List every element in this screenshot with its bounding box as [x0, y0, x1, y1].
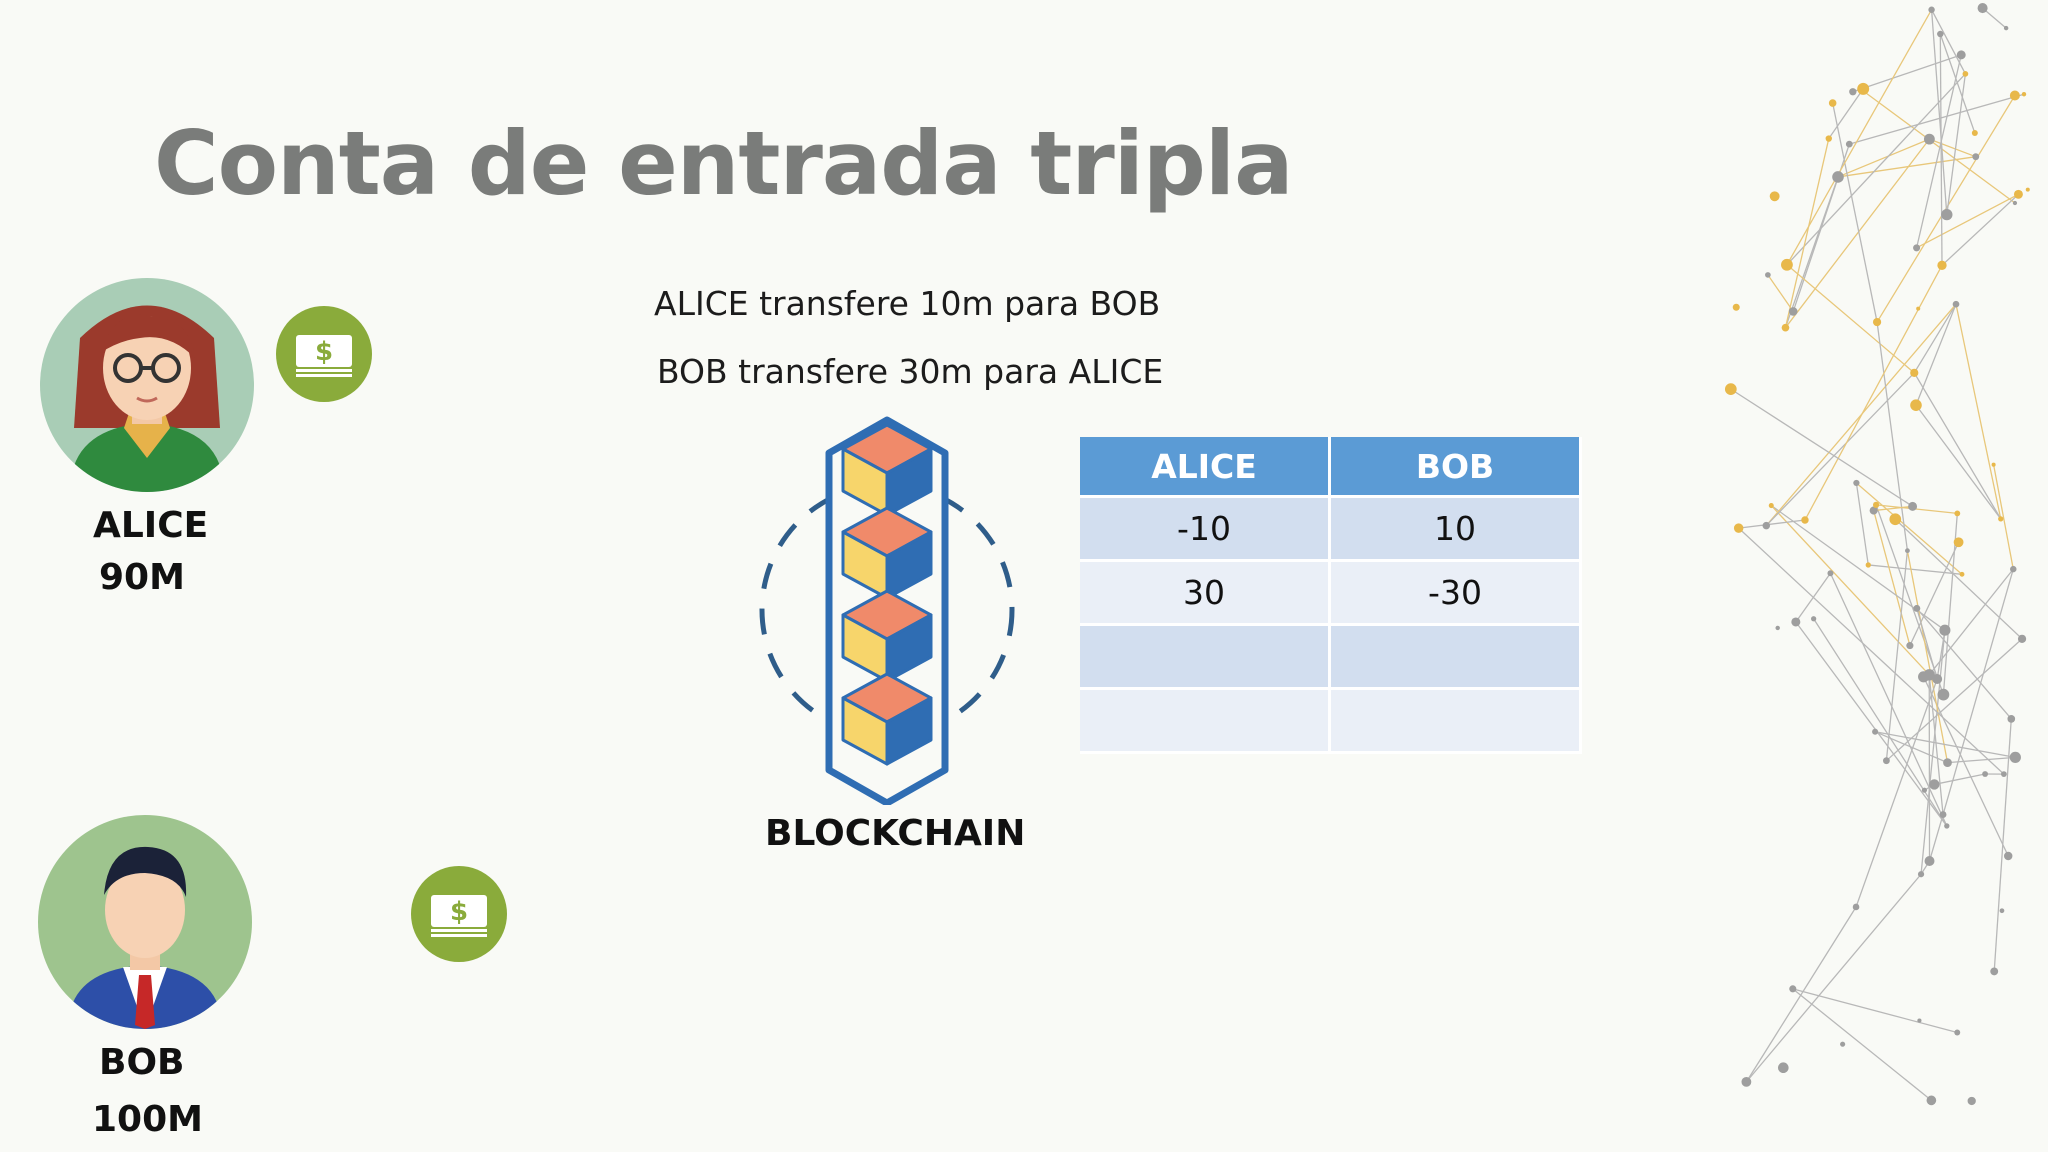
table-cell [1329, 688, 1582, 754]
table-row [1080, 624, 1582, 690]
money-icon: $ [411, 866, 507, 962]
bob-name: BOB [99, 1042, 185, 1083]
table-cell: 10 [1329, 496, 1582, 562]
svg-text:$: $ [450, 897, 468, 927]
transaction-1: ALICE transfere 10m para BOB [654, 284, 1161, 323]
table-cell [1329, 624, 1582, 690]
table-cell: 30 [1080, 560, 1331, 626]
blockchain-label: BLOCKCHAIN [765, 813, 1026, 854]
ledger-header-row: ALICE BOB [1080, 437, 1582, 498]
blockchain-icon [750, 415, 1030, 810]
table-cell: -10 [1080, 496, 1331, 562]
table-row [1080, 688, 1582, 754]
alice-avatar-icon [40, 278, 254, 492]
table-cell [1080, 688, 1331, 754]
table-row: -10 10 [1080, 496, 1582, 562]
table-cell: -30 [1329, 560, 1582, 626]
ledger-header-bob: BOB [1329, 437, 1582, 498]
slide-title: Conta de entrada tripla [154, 112, 1293, 215]
table-row: 30 -30 [1080, 560, 1582, 626]
transaction-2: BOB transfere 30m para ALICE [657, 352, 1164, 391]
network-background-icon [1724, 3, 2030, 1106]
alice-name: ALICE [93, 505, 209, 546]
table-cell [1080, 624, 1331, 690]
svg-text:$: $ [315, 337, 333, 367]
money-icon: $ [276, 306, 372, 402]
bob-balance: 100M [92, 1099, 203, 1140]
bob-avatar-icon [38, 815, 252, 1029]
alice-balance: 90M [99, 557, 185, 598]
ledger-header-alice: ALICE [1080, 437, 1331, 498]
ledger-table: ALICE BOB -10 10 30 -30 [1080, 437, 1582, 754]
